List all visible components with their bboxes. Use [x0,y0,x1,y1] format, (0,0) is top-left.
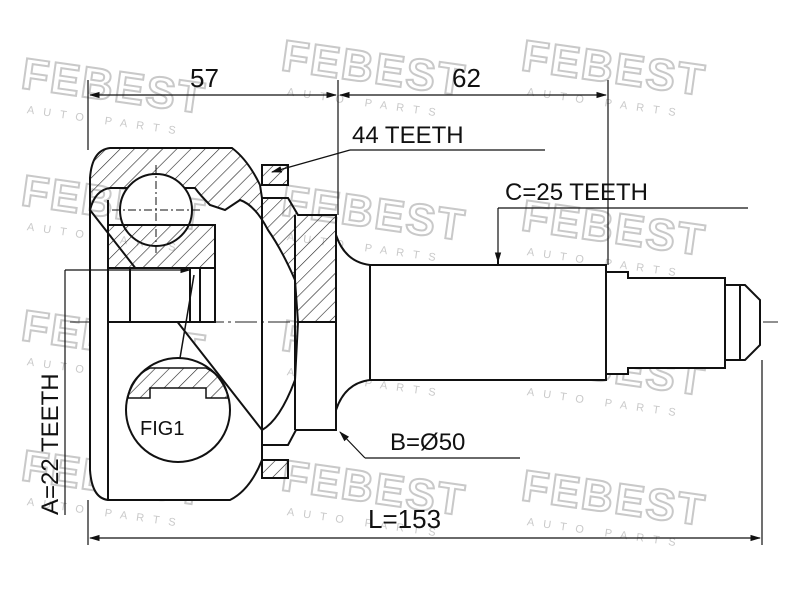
svg-text:44 TEETH: 44 TEETH [352,122,464,149]
svg-text:C=25 TEETH: C=25 TEETH [505,179,648,206]
callout-a-22-teeth: A=22 TEETH [37,266,192,515]
callout-44-teeth: 44 TEETH [270,122,545,173]
svg-text:B=Ø50: B=Ø50 [390,429,465,456]
fig1-label: FIG1 [140,418,184,440]
shaft [335,234,761,411]
detail-leader [179,274,195,359]
svg-text:A=22 TEETH: A=22 TEETH [37,373,64,515]
detail-fig1: FIG1 [125,274,231,463]
callout-c-25-teeth: C=25 TEETH [494,179,748,264]
dimension-total [87,360,763,545]
dimension-top [87,80,609,265]
dim-total: L=153 [368,504,441,534]
dim-57: 57 [190,63,219,93]
callout-b-50: B=Ø50 [339,429,520,459]
inner-race [107,165,216,323]
dim-62: 62 [452,63,481,93]
